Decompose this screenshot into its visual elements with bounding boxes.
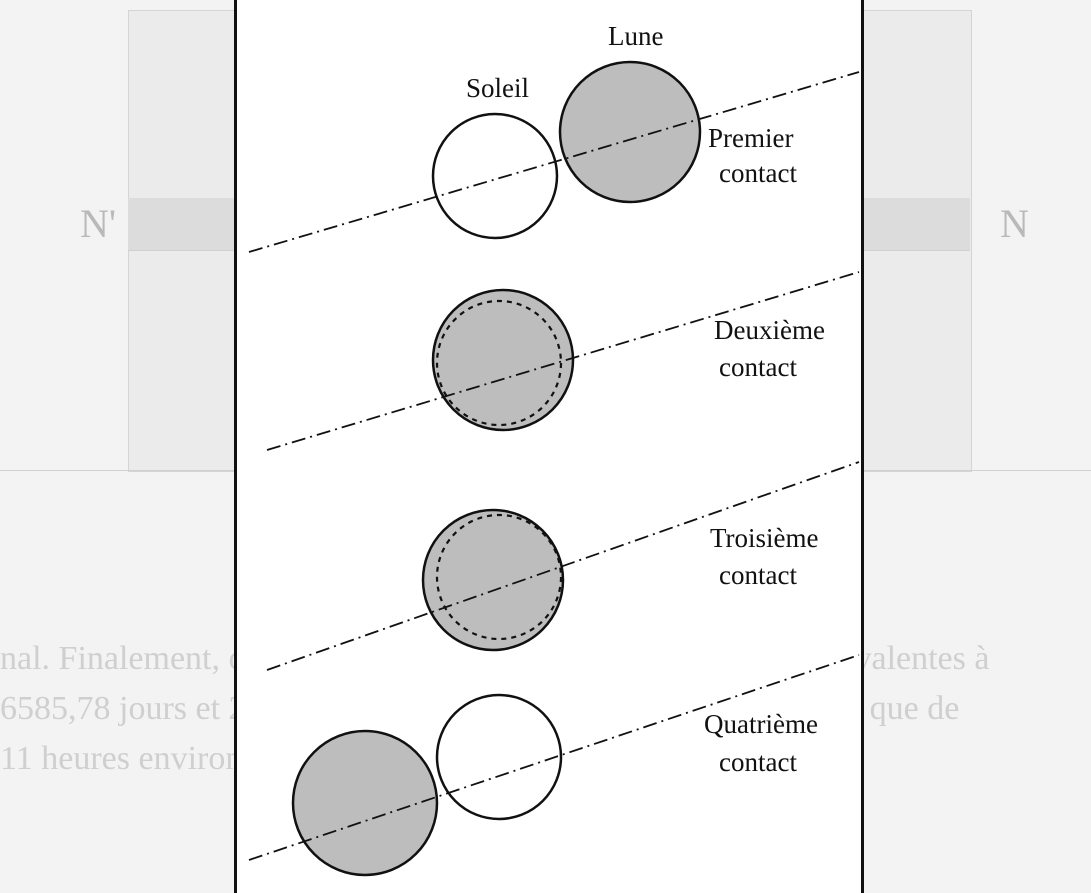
second-contact-label-line2: contact bbox=[719, 352, 797, 382]
panel-third-contact bbox=[266, 461, 860, 671]
background-text: N bbox=[1000, 201, 1029, 246]
fourth-contact-label-line1: Quatrième bbox=[704, 709, 818, 739]
second-contact-label-line1: Deuxième bbox=[714, 315, 825, 345]
panel-first-contact bbox=[248, 60, 860, 253]
ecliptic-line bbox=[248, 71, 860, 253]
eclipse-diagram bbox=[248, 60, 860, 877]
sun-label: Soleil bbox=[466, 73, 530, 103]
sun-disk-hidden bbox=[435, 513, 563, 641]
panel-second-contact bbox=[266, 271, 860, 451]
first-contact-label-line2: contact bbox=[719, 158, 797, 188]
third-contact-label-line2: contact bbox=[719, 560, 797, 590]
sun-disk bbox=[431, 112, 559, 240]
sun-disk-hidden bbox=[435, 299, 563, 427]
sun-disk bbox=[435, 693, 563, 821]
moon-disk bbox=[421, 508, 565, 652]
ecliptic-line bbox=[266, 461, 860, 671]
eclipse-contacts-figure: Lune Soleil Premier contact Deuxième con… bbox=[234, 0, 864, 893]
third-contact-label-line1: Troisième bbox=[710, 523, 819, 553]
background-text: N' bbox=[80, 201, 117, 246]
first-contact-label-line1: Premier bbox=[708, 123, 794, 153]
panel-fourth-contact bbox=[248, 654, 860, 877]
moon-disk bbox=[431, 288, 575, 432]
fourth-contact-label-line2: contact bbox=[719, 747, 797, 777]
ecliptic-line bbox=[248, 654, 860, 861]
moon-disk bbox=[558, 60, 702, 204]
moon-label: Lune bbox=[608, 21, 664, 51]
moon-disk bbox=[291, 729, 439, 877]
